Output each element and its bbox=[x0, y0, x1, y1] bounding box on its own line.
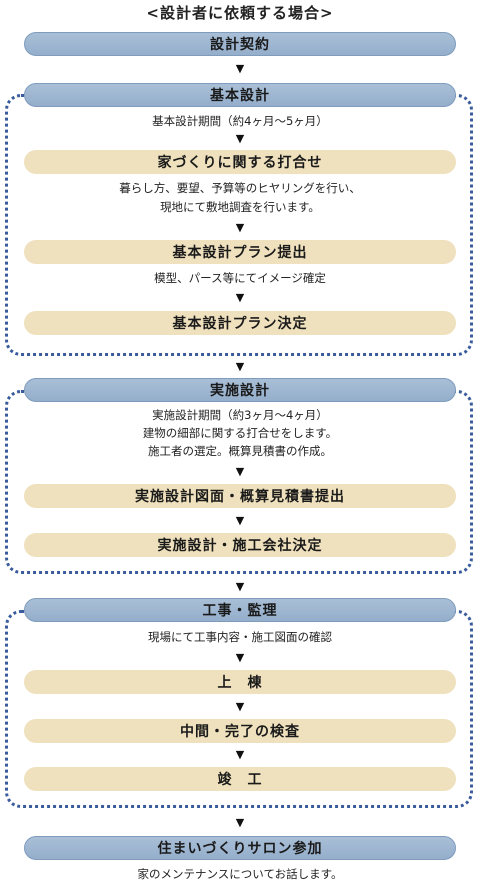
basic-design-period: 基本設計期間（約4ヶ月〜5ヶ月） bbox=[152, 114, 328, 128]
step-detail-design: 実施設計 bbox=[24, 378, 456, 402]
salon-note: 家のメンテナンスについてお話します。 bbox=[137, 867, 343, 881]
arrow-down-icon: ▼ bbox=[235, 360, 245, 373]
arrow-down-icon: ▼ bbox=[235, 221, 245, 234]
meeting-note-1: 暮らし方、要望、予算等のヒヤリングを行い、 bbox=[119, 181, 361, 195]
arrow-down-icon: ▼ bbox=[235, 62, 245, 75]
step-framing: 上 棟 bbox=[24, 670, 456, 694]
step-detail-decide: 実施設計・施工会社決定 bbox=[24, 533, 456, 557]
step-basic-plan-submit: 基本設計プラン提出 bbox=[24, 240, 456, 264]
arrow-down-icon: ▼ bbox=[235, 651, 245, 664]
arrow-down-icon: ▼ bbox=[235, 748, 245, 761]
step-basic-design: 基本設計 bbox=[24, 83, 456, 107]
step-house-meeting: 家づくりに関する打合せ bbox=[24, 150, 456, 174]
step-contract: 設計契約 bbox=[24, 32, 456, 56]
arrow-down-icon: ▼ bbox=[235, 514, 245, 527]
meeting-note-2: 現地にて敷地調査を行います。 bbox=[160, 200, 320, 214]
arrow-down-icon: ▼ bbox=[235, 465, 245, 478]
detail-note-1: 実施設計期間（約3ヶ月〜4ヶ月） bbox=[152, 408, 328, 422]
arrow-down-icon: ▼ bbox=[235, 816, 245, 829]
construction-note: 現場にて工事内容・施工図面の確認 bbox=[148, 630, 332, 644]
step-inspection: 中間・完了の検査 bbox=[24, 719, 456, 743]
arrow-down-icon: ▼ bbox=[235, 580, 245, 593]
arrow-down-icon: ▼ bbox=[235, 700, 245, 713]
detail-note-2: 建物の細部に関する打合せをします。 bbox=[142, 426, 338, 440]
detail-note-3: 施工者の選定。概算見積書の作成。 bbox=[148, 444, 332, 458]
basic-plan-note: 模型、パース等にてイメージ確定 bbox=[154, 271, 326, 285]
arrow-down-icon: ▼ bbox=[235, 132, 245, 145]
step-detail-drawing-submit: 実施設計図面・概算見積書提出 bbox=[24, 484, 456, 508]
step-completion: 竣 工 bbox=[24, 767, 456, 791]
page-title: <設計者に依頼する場合> bbox=[146, 4, 334, 22]
step-construction: 工事・監理 bbox=[24, 598, 456, 622]
arrow-down-icon: ▼ bbox=[235, 291, 245, 304]
step-basic-plan-decide: 基本設計プラン決定 bbox=[24, 311, 456, 335]
step-salon: 住まいづくりサロン参加 bbox=[24, 836, 456, 860]
